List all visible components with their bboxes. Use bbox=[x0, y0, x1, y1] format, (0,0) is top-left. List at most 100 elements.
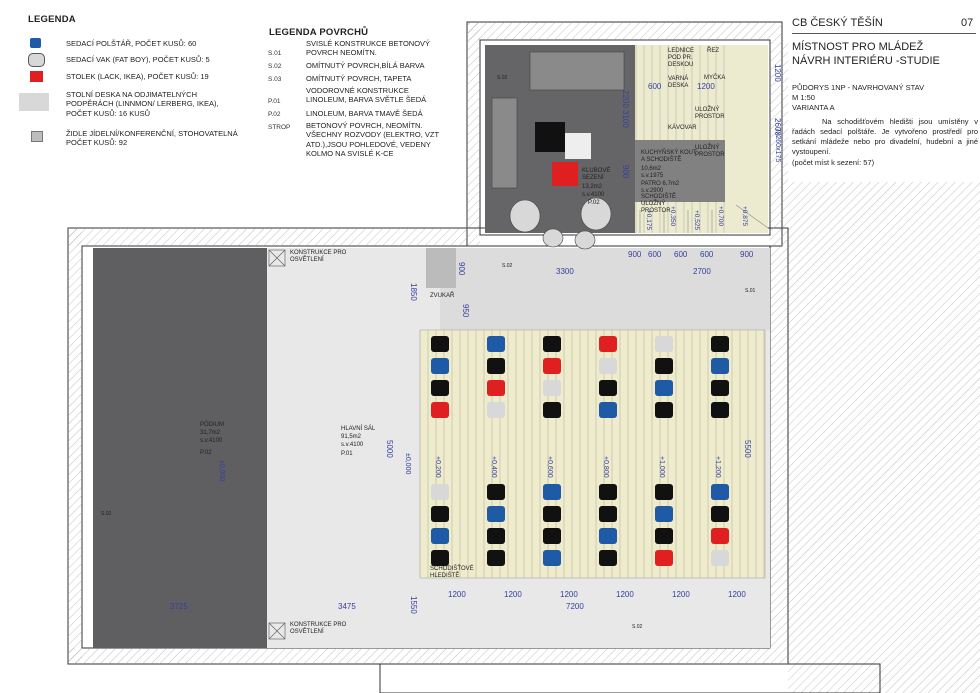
cushion bbox=[599, 336, 617, 352]
cushion bbox=[599, 550, 617, 566]
cushion bbox=[599, 528, 617, 544]
legend-panel: LEGENDA SEDACÍ POLŠTÁŘ, POČET KUSŮ: 60 S… bbox=[0, 0, 257, 180]
surface-label: BETONOVÝ POVRCH, NEOMÍTN. VŠECHNY ROZVOD… bbox=[306, 121, 439, 159]
dim-label: 2200 bbox=[621, 90, 630, 108]
cushion bbox=[431, 358, 449, 374]
club-table-red bbox=[552, 162, 578, 186]
cushion bbox=[431, 528, 449, 544]
podium-name: PÓDIUM bbox=[200, 422, 224, 428]
podium-level: s.v.4100 bbox=[200, 438, 223, 444]
chair-icon bbox=[31, 131, 43, 142]
plan-scale: M 1:50 bbox=[792, 93, 815, 102]
surface-label: OMÍTNUTÝ POVRCH,BÍLÁ BARVA bbox=[306, 61, 425, 70]
dim-label: 1200 bbox=[728, 590, 746, 599]
dim-label: 3300 bbox=[556, 267, 574, 276]
legend-title: LEGENDA bbox=[28, 14, 76, 25]
storage-label-2: ULOŽNÝ PROSTOR bbox=[695, 145, 725, 158]
beanbag bbox=[580, 197, 612, 231]
cushion bbox=[543, 358, 561, 374]
surface-code: STROP bbox=[268, 124, 291, 131]
cushion bbox=[655, 380, 673, 396]
cushion bbox=[655, 506, 673, 522]
dim-label: 600 bbox=[674, 250, 688, 259]
wall-hatch-mezz-top bbox=[467, 22, 782, 40]
beanbag-icon bbox=[28, 53, 45, 67]
sofa-side bbox=[491, 97, 518, 189]
cushion bbox=[543, 402, 561, 418]
cushion bbox=[543, 484, 561, 500]
club-table-black bbox=[535, 122, 565, 152]
podium-floor: P.02 bbox=[200, 450, 212, 456]
legend-item-tabletop: STOLNÍ DESKA NA ODJIMATELNÝCH PODPĚRÁCH … bbox=[66, 90, 219, 118]
storage-label-1: ULOŽNÝ PROSTOR bbox=[695, 107, 725, 120]
cushion bbox=[431, 380, 449, 396]
legend-item-chair: ŽIDLE JÍDELNÍ/KONFERENČNÍ, STOHOVATELNÁ … bbox=[66, 129, 238, 148]
dim-label: 1200 bbox=[448, 590, 466, 599]
dim-label: 600 bbox=[648, 82, 662, 91]
hall-area: 91,5m2 bbox=[341, 434, 362, 440]
cushion bbox=[655, 550, 673, 566]
org-name: CB ČESKÝ TĚŠÍN bbox=[792, 17, 883, 29]
hall-name: HLAVNÍ SÁL bbox=[341, 426, 376, 432]
surface-legend-title: LEGENDA POVRCHŮ bbox=[269, 27, 369, 38]
mezz-level-tag: +0,175 bbox=[645, 210, 652, 231]
dim-label: 3725 bbox=[170, 602, 188, 611]
dim-label: 5000 bbox=[385, 440, 394, 458]
wall-hatch-right bbox=[770, 40, 788, 648]
dim-label: 900 bbox=[621, 165, 630, 179]
cushion-icon bbox=[30, 38, 41, 48]
cushion bbox=[487, 484, 505, 500]
beanbag bbox=[574, 230, 596, 250]
mezz-level-tag: +0,875 bbox=[741, 206, 748, 227]
dim-label: 1200 bbox=[672, 590, 690, 599]
beanbag bbox=[509, 199, 541, 233]
club-name: KLUBOVÉ SEZENÍ bbox=[582, 168, 611, 181]
cushion bbox=[599, 380, 617, 396]
club-table-white bbox=[565, 133, 591, 159]
cushion bbox=[487, 402, 505, 418]
sound-label: ZVUKAŘ bbox=[430, 293, 455, 299]
cushion bbox=[431, 484, 449, 500]
surface-code: S.03 bbox=[268, 76, 282, 83]
cushion bbox=[487, 506, 505, 522]
wall-hatch-bottom bbox=[68, 648, 788, 664]
fridge-label: LEDNICE POD PR. DESKOU bbox=[668, 48, 695, 68]
surface-tag: S.02 bbox=[632, 624, 643, 630]
page-number: 07 bbox=[961, 17, 974, 29]
dim-label: 1550 bbox=[409, 596, 418, 614]
dim-label: 3100 bbox=[621, 110, 630, 128]
hall-level: s.v.4100 bbox=[341, 442, 364, 448]
kitchen-mezz-level: s.v.2900 bbox=[641, 188, 664, 194]
title-line1: MÍSTNOST PRO MLÁDEŽ bbox=[792, 41, 924, 53]
cushion bbox=[431, 550, 449, 566]
light-box-bottom bbox=[268, 622, 286, 640]
cushion bbox=[655, 402, 673, 418]
surface-code: P.02 bbox=[268, 111, 281, 118]
table-icon bbox=[30, 71, 43, 82]
club-floor: P.02 bbox=[588, 200, 600, 206]
cushion-grid bbox=[431, 336, 729, 566]
club-area: 13,2m2 bbox=[582, 184, 603, 190]
tabletop-icon bbox=[19, 93, 49, 111]
cushion bbox=[487, 380, 505, 396]
podium-area: 31,7m2 bbox=[200, 430, 221, 436]
surface-tag: S.01 bbox=[745, 288, 756, 294]
podium-area bbox=[93, 248, 267, 648]
cushion bbox=[711, 550, 729, 566]
surface-tag: S.02 bbox=[101, 511, 112, 517]
right-hatch bbox=[788, 182, 980, 693]
dim-label: 900 bbox=[457, 262, 466, 276]
kitchen-mezz: PATRO 6,7m2 bbox=[641, 181, 680, 187]
cushion bbox=[711, 528, 729, 544]
beanbag bbox=[542, 228, 564, 248]
dim-label: 950 bbox=[461, 304, 470, 318]
title-block: CB ČESKÝ TĚŠÍN 07 MÍSTNOST PRO MLÁDEŽ NÁ… bbox=[788, 0, 980, 693]
wall-hatch-top bbox=[68, 228, 468, 246]
level-tag: +0,400 bbox=[490, 456, 497, 478]
cushion bbox=[431, 506, 449, 522]
dim-label: 1850 bbox=[409, 283, 418, 301]
light-label-top: KONSTRUKCE PRO OSVĚTLENÍ bbox=[290, 250, 347, 263]
corridor bbox=[440, 248, 770, 330]
kitchen-area: 10,6m2 bbox=[641, 166, 662, 172]
